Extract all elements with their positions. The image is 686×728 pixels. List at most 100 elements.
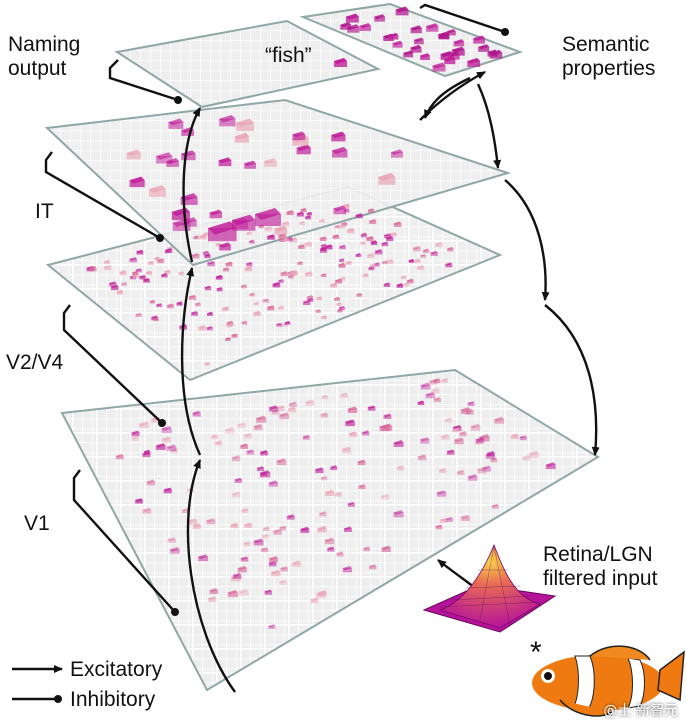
unit-cube-side bbox=[456, 471, 465, 476]
unit-cube bbox=[255, 208, 281, 220]
unit-cube bbox=[460, 407, 471, 412]
unit-cube-side bbox=[261, 535, 269, 539]
unit-cube bbox=[272, 282, 281, 286]
unit-cube-side bbox=[378, 176, 396, 185]
unit-cube-side bbox=[170, 449, 178, 453]
unit-cube bbox=[381, 545, 391, 550]
unit-cube-side bbox=[383, 36, 394, 42]
unit-cube-side bbox=[467, 60, 481, 67]
unit-cube bbox=[264, 226, 273, 230]
unit-cube bbox=[246, 449, 255, 453]
unit-cube-side bbox=[319, 220, 325, 223]
unit-cube bbox=[433, 397, 441, 401]
unit-cube-side bbox=[155, 445, 166, 451]
unit-cube-side bbox=[243, 542, 251, 547]
unit-cube bbox=[383, 282, 391, 286]
unit-cube bbox=[221, 306, 228, 310]
unit-cube bbox=[263, 526, 270, 530]
unit-cube-side bbox=[339, 246, 346, 250]
unit-cube-side bbox=[259, 472, 271, 478]
unit-cube bbox=[129, 176, 145, 184]
label-naming-output: Naming output bbox=[8, 33, 81, 80]
unit-cube bbox=[310, 597, 319, 602]
unit-cube-side bbox=[451, 49, 465, 56]
unit-cube-side bbox=[244, 267, 253, 272]
unit-cube bbox=[473, 35, 486, 41]
unit-cube-side bbox=[412, 247, 421, 252]
unit-cube-side bbox=[356, 294, 363, 297]
unit-cube bbox=[161, 425, 172, 431]
unit-cube bbox=[225, 337, 231, 340]
unit-cube-side bbox=[249, 293, 255, 297]
unit-cube-side bbox=[320, 248, 327, 251]
unit-cube bbox=[332, 146, 348, 154]
unit-cube-side bbox=[320, 274, 327, 278]
unit-cube bbox=[325, 489, 335, 494]
unit-cube-side bbox=[522, 456, 531, 461]
unit-cube-side bbox=[193, 236, 199, 240]
unit-cube bbox=[287, 406, 297, 411]
unit-cube bbox=[222, 267, 229, 271]
unit-cube-side bbox=[338, 264, 346, 268]
unit-cube bbox=[216, 287, 223, 290]
unit-cube-side bbox=[494, 419, 505, 424]
unit-cube-side bbox=[310, 599, 319, 604]
unit-cube bbox=[167, 246, 173, 249]
unit-cube-side bbox=[131, 437, 139, 441]
unit-cube bbox=[126, 149, 141, 157]
unit-cube-side bbox=[342, 448, 351, 453]
unit-cube bbox=[143, 278, 150, 282]
unit-cube-side bbox=[235, 122, 254, 131]
label-fish: “fish” bbox=[265, 44, 312, 67]
unit-cube bbox=[331, 131, 346, 139]
unit-cube-side bbox=[232, 493, 241, 498]
unit-cube bbox=[235, 118, 254, 127]
unit-cube bbox=[420, 437, 430, 442]
unit-cube bbox=[238, 588, 249, 594]
legend-excitatory-label: Excitatory bbox=[70, 658, 163, 681]
unit-cube-side bbox=[290, 272, 298, 276]
unit-cube-side bbox=[396, 284, 404, 288]
unit-cube bbox=[489, 49, 503, 56]
unit-cube bbox=[244, 160, 256, 167]
unit-cube-side bbox=[489, 52, 503, 59]
unit-cube bbox=[230, 522, 239, 527]
unit-cube bbox=[345, 260, 352, 264]
unit-cube bbox=[459, 431, 467, 435]
unit-cube-side bbox=[393, 512, 404, 518]
unit-cube bbox=[146, 479, 156, 484]
unit-cube-side bbox=[240, 558, 249, 562]
unit-cube-side bbox=[433, 379, 441, 384]
unit-cube bbox=[268, 624, 276, 628]
unit-cube bbox=[276, 405, 285, 410]
unit-cube bbox=[390, 232, 397, 236]
unit-cube bbox=[283, 236, 289, 240]
unit-cube-side bbox=[178, 272, 185, 276]
unit-cube-side bbox=[446, 451, 455, 455]
unit-cube-side bbox=[143, 451, 151, 455]
unit-cube-side bbox=[278, 235, 287, 239]
unit-cube bbox=[290, 270, 298, 274]
unit-cube bbox=[453, 39, 465, 45]
unit-cube-side bbox=[182, 509, 190, 514]
unit-cube-side bbox=[477, 469, 487, 474]
unit-cube-side bbox=[315, 310, 321, 313]
unit-cube-side bbox=[206, 327, 213, 331]
unit-cube-side bbox=[340, 24, 352, 30]
unit-cube bbox=[332, 234, 340, 238]
unit-cube bbox=[109, 281, 117, 285]
unit-cube-side bbox=[237, 424, 246, 429]
unit-cube-side bbox=[346, 229, 355, 234]
unit-cube bbox=[211, 434, 219, 438]
unit-cube-side bbox=[396, 466, 405, 471]
unit-cube-side bbox=[452, 429, 460, 433]
unit-cube-side bbox=[281, 323, 288, 327]
arrow-semantic-to-it bbox=[476, 83, 502, 169]
unit-cube bbox=[176, 301, 183, 305]
unit-cube bbox=[400, 275, 407, 278]
unit-cube-side bbox=[264, 591, 273, 595]
unit-cube-side bbox=[440, 54, 454, 60]
unit-cube bbox=[358, 484, 366, 488]
unit-cube-side bbox=[221, 308, 228, 312]
unit-cube bbox=[253, 301, 260, 305]
